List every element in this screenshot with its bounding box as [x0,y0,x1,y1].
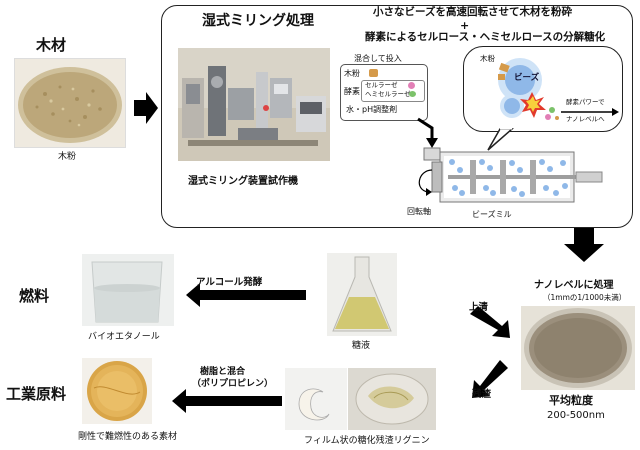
lignin-caption: フィルム状の糖化残渣リグニン [304,436,430,446]
input-title: 混合して投入 [352,54,404,63]
bubble-enzyme-2: ナノレベルへ [566,115,605,123]
sugar-solution-photo [327,253,397,336]
industrial-title: 工業原料 [6,385,67,403]
milling-zoom-bubble [463,46,623,132]
ethanol-caption: バイオエタノール [88,332,160,342]
lignin-process-2: （ポリプロピレン） [192,379,274,389]
milling-plus: + [460,19,470,32]
bubble-beads: ビーズ [514,73,540,83]
route-residue: 残渣 [472,389,492,400]
lignin-process-1: 樹脂と混合 [200,367,246,377]
ethanol-process: アルコール発酵 [196,277,263,288]
bubble-wood: 木粉 [480,54,495,63]
industrial-material-photo [82,358,152,424]
sugar-caption: 糖液 [352,341,371,351]
input-ph: 水・pH調整剤 [346,105,398,114]
nano-title: ナノレベルに処理 [534,280,614,291]
input-enzyme-2: ヘミセルラーゼ [365,90,411,98]
nano-subtitle: （1mmの1/1000未満） [543,293,627,302]
enzyme-list-box [361,80,425,102]
wood-powder-photo [14,58,126,148]
enzyme-pink-icon [408,82,415,89]
milling-title: 湿式ミリング処理 [202,13,314,29]
bead-mill-label: ビーズミル [472,210,512,219]
enzyme-green-icon [409,91,416,97]
size-label: 平均粒度 [549,394,593,407]
input-wood: 木粉 [344,69,360,78]
fuel-title: 燃料 [19,287,50,305]
lignin-film-photo-1 [285,368,347,430]
bioethanol-photo [82,254,174,326]
route-supernatant: 上清 [469,302,489,313]
wood-title: 木材 [36,36,67,54]
bubble-enzyme-1: 酵素パワーで [566,98,605,106]
wood-caption: 木粉 [58,152,77,162]
input-mixture-box [340,64,428,121]
milling-desc-line1: 小さなビーズを高速回転させて木材を粉砕 [373,6,572,18]
lignin-film-photo-2 [348,368,436,430]
nano-suspension-photo [521,306,635,390]
industrial-caption: 剛性で難燃性のある素材 [78,432,178,442]
milling-machine-photo [178,48,330,161]
milling-desc-line2: 酵素によるセルロース・ヘミセルロースの分解糖化 [365,31,606,43]
rotation-axis-label: 回転軸 [407,207,431,216]
input-enzyme-1: セルラーゼ [365,81,398,89]
input-enzyme-label: 酵素 [344,87,360,96]
wood-chip-icon [369,69,378,77]
size-value: 200-500nm [547,410,605,421]
machine-caption: 湿式ミリング装置試作機 [188,176,298,187]
